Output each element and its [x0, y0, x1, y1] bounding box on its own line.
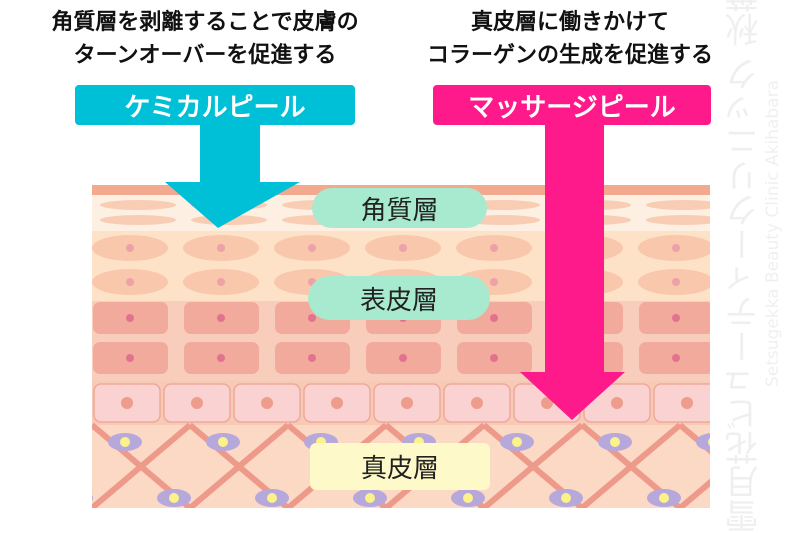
cell-nucleus — [490, 354, 498, 362]
collagen-fiber — [778, 425, 800, 508]
fibroblast-nucleus — [169, 493, 179, 503]
cell-nucleus — [331, 397, 343, 409]
cell-nucleus — [217, 354, 225, 362]
cell-nucleus — [35, 354, 43, 362]
right-heading-line-1: 真皮層に働きかけて — [470, 10, 669, 35]
cell-nucleus — [541, 397, 553, 409]
collagen-fiber — [678, 422, 710, 455]
cell-nucleus — [126, 244, 134, 252]
right-heading-line-2: コラーゲンの生成を促進する — [426, 43, 713, 68]
cell-nucleus — [490, 244, 498, 252]
cell-nucleus — [681, 397, 693, 409]
cell-nucleus — [308, 244, 316, 252]
cell-nucleus — [35, 244, 43, 252]
cell-nucleus — [490, 314, 498, 322]
cell-nucleus — [126, 278, 134, 286]
collagen-fiber — [92, 422, 192, 508]
flat-cell — [646, 215, 710, 225]
fibroblast-nucleus — [463, 493, 473, 503]
cell-nucleus — [401, 397, 413, 409]
massage-peel-arrow-icon — [520, 125, 625, 420]
collagen-fiber — [482, 422, 584, 508]
flat-cell — [9, 200, 85, 210]
collagen-fiber — [188, 422, 290, 508]
cell-nucleus — [471, 397, 483, 409]
spinous-cell — [2, 342, 77, 374]
label-epidermis: 表皮層 — [308, 276, 490, 320]
right-heading: 真皮層に働きかけて コラーゲンの生成を促進する — [395, 6, 745, 72]
collagen-fiber — [580, 422, 682, 508]
fibroblast-nucleus — [71, 493, 81, 503]
flat-cell — [9, 215, 85, 225]
chemical-peel-arrow-icon — [165, 125, 300, 228]
label-stratum-corneum: 角質層 — [312, 188, 487, 228]
cell-nucleus — [308, 314, 316, 322]
cell-nucleus — [490, 278, 498, 286]
cell-nucleus — [672, 244, 680, 252]
spinous-cell — [2, 302, 77, 334]
watermark-japanese: 雪月花ビューティークリニック 秋葉原 — [725, 0, 765, 533]
collagen-fiber — [778, 425, 800, 508]
flat-cell — [100, 215, 176, 225]
fibroblast-nucleus — [610, 437, 620, 447]
cell-nucleus — [611, 397, 623, 409]
flat-cell — [100, 200, 176, 210]
cell-nucleus — [217, 244, 225, 252]
chemical-peel-tag: ケミカルピール — [75, 85, 355, 125]
granular-cell — [1, 269, 77, 295]
cell-nucleus — [217, 314, 225, 322]
cell-nucleus — [126, 314, 134, 322]
cell-nucleus — [672, 278, 680, 286]
cell-nucleus — [191, 397, 203, 409]
cell-nucleus — [217, 278, 225, 286]
left-heading-line-2: ターンオーバーを促進する — [73, 43, 337, 68]
cell-nucleus — [35, 278, 43, 286]
left-heading: 角質層を剥離することで皮膚の ターンオーバーを促進する — [25, 6, 385, 72]
massage-peel-tag: マッサージピール — [433, 85, 711, 125]
cell-nucleus — [399, 244, 407, 252]
cell-nucleus — [308, 354, 316, 362]
cell-nucleus — [121, 397, 133, 409]
label-dermis: 真皮層 — [310, 443, 490, 490]
cell-nucleus — [126, 354, 134, 362]
fibroblast-nucleus — [659, 493, 669, 503]
cell-nucleus — [261, 397, 273, 409]
collagen-fiber — [92, 425, 94, 429]
fibroblast-cell — [92, 494, 93, 502]
flat-cell — [646, 200, 710, 210]
fibroblast-nucleus — [267, 493, 277, 503]
fibroblast-nucleus — [120, 437, 130, 447]
fibroblast-nucleus — [708, 438, 710, 446]
cell-nucleus — [672, 314, 680, 322]
collagen-fiber — [678, 478, 710, 508]
fibroblast-cell — [696, 433, 710, 451]
fibroblast-nucleus — [218, 437, 228, 447]
collagen-fiber — [92, 504, 94, 508]
fibroblast-nucleus — [365, 493, 375, 503]
left-heading-line-1: 角質層を剥離することで皮膚の — [51, 10, 359, 35]
cell-nucleus — [672, 354, 680, 362]
cell-nucleus — [399, 354, 407, 362]
granular-cell — [1, 235, 77, 261]
fibroblast-nucleus — [561, 493, 571, 503]
fibroblast-nucleus — [512, 437, 522, 447]
cell-nucleus — [35, 314, 43, 322]
watermark-english: Setsugekka Beauty Clinic Akihabara — [763, 80, 783, 388]
